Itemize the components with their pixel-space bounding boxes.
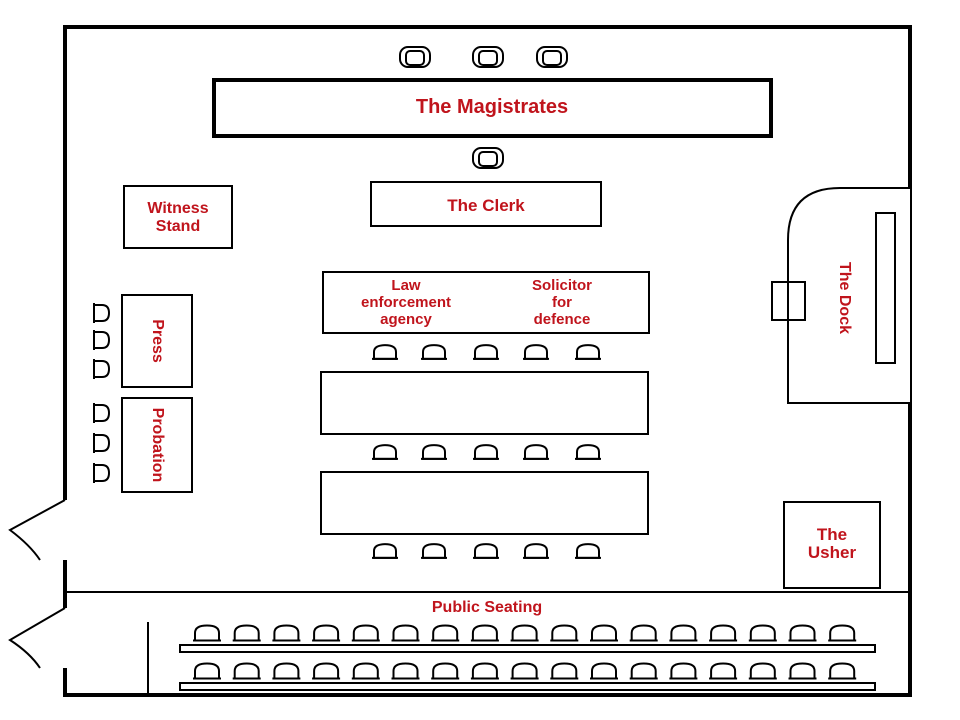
chair-icon [470, 624, 499, 642]
probation-label: Probation [149, 408, 166, 483]
probation-box [121, 397, 193, 493]
chair-icon [473, 344, 499, 360]
chair-icon [788, 662, 817, 680]
clerk-label: The Clerk [447, 196, 525, 215]
chair-icon [590, 662, 618, 680]
chair-icon [193, 624, 221, 642]
chair-icon [510, 624, 539, 642]
chair-icon [828, 662, 857, 680]
chair-icon [351, 624, 380, 642]
chair-icon [470, 662, 499, 680]
chair-icon [93, 330, 111, 350]
witness-label-line1: Witness [147, 200, 208, 217]
chair-icon [788, 624, 817, 642]
chair-icon [399, 46, 431, 68]
defence-label-line3: defence [534, 311, 591, 328]
chair-icon [748, 662, 777, 680]
chair-icon [669, 624, 698, 642]
dock-label: The Dock [836, 262, 853, 334]
defence-label-line1: Solicitor [532, 277, 592, 294]
chair-icon [523, 344, 549, 360]
chair-icon [629, 624, 658, 642]
public-seating-label: Public Seating [432, 599, 542, 616]
chair-icon [351, 662, 380, 680]
chair-icon [391, 624, 420, 642]
chair-icon [523, 444, 549, 460]
chair-icon [536, 46, 568, 68]
chair-icon [709, 662, 738, 680]
clerk-desk [370, 181, 602, 227]
law-label-line2: enforcement [361, 294, 451, 311]
chair-icon [421, 344, 447, 360]
chair-icon [312, 662, 341, 680]
public-bench-rail [179, 682, 876, 691]
chair-icon [550, 662, 579, 680]
witness-label-line2: Stand [156, 218, 200, 235]
defence-label-line2: for [552, 294, 572, 311]
chair-icon [669, 662, 698, 680]
chair-icon [272, 624, 301, 642]
chair-icon [193, 662, 221, 680]
dock-gate [787, 281, 806, 321]
door-icon [8, 607, 70, 669]
chair-icon [421, 543, 447, 559]
chair-icon [629, 662, 658, 680]
magistrates-label: The Magistrates [416, 96, 568, 118]
chair-icon [93, 303, 111, 323]
chair-icon [232, 624, 261, 642]
chair-icon [575, 444, 601, 460]
chair-icon [748, 624, 777, 642]
chair-icon [473, 543, 499, 559]
public-bench-rail [179, 644, 876, 653]
chair-icon [431, 624, 460, 642]
usher-box [783, 501, 881, 589]
usher-label-line1: The [817, 525, 847, 544]
usher-label-line2: Usher [808, 543, 857, 562]
chair-icon [575, 543, 601, 559]
advocates-table [322, 271, 650, 334]
chair-icon [709, 624, 738, 642]
law-label-line3: agency [380, 311, 432, 328]
magistrates-bench [212, 78, 773, 138]
chair-icon [828, 624, 857, 642]
chair-icon [550, 624, 579, 642]
chair-icon [372, 444, 398, 460]
press-label: Press [149, 319, 166, 363]
witness-stand [123, 185, 233, 249]
chair-icon [523, 543, 549, 559]
dock-bench [875, 212, 896, 364]
press-box [121, 294, 193, 388]
chair-icon [431, 662, 460, 680]
chair-icon [272, 662, 301, 680]
chair-icon [232, 662, 261, 680]
chair-icon [472, 46, 504, 68]
chair-icon [372, 344, 398, 360]
chair-icon [93, 359, 111, 379]
chair-icon [421, 444, 447, 460]
rear-table [320, 471, 649, 535]
door-icon [8, 499, 70, 561]
law-label-line1: Law [391, 277, 421, 294]
chair-icon [93, 403, 111, 423]
middle-table [320, 371, 649, 435]
chair-icon [93, 463, 111, 483]
chair-icon [575, 344, 601, 360]
chair-icon [472, 147, 504, 169]
chair-icon [510, 662, 539, 680]
chair-icon [590, 624, 618, 642]
chair-icon [473, 444, 499, 460]
chair-icon [93, 433, 111, 453]
chair-icon [391, 662, 420, 680]
chair-icon [372, 543, 398, 559]
chair-icon [312, 624, 341, 642]
